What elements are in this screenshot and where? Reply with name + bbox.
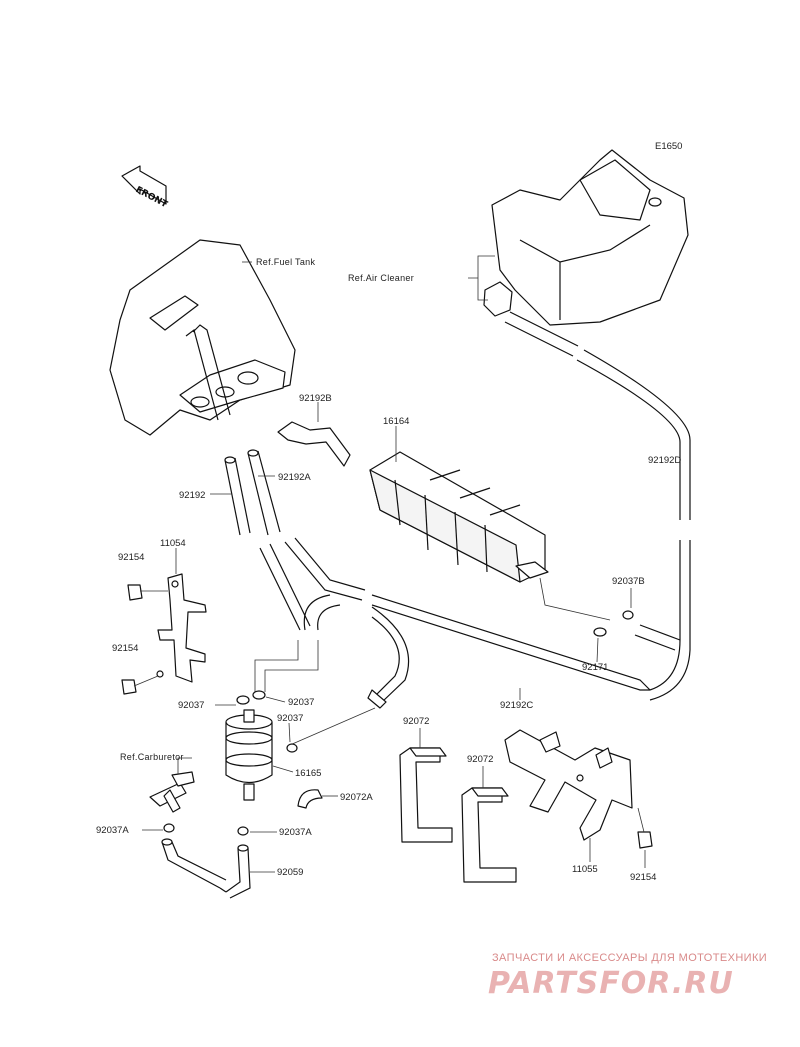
clamp-icon <box>163 610 634 836</box>
part-label: 92192B <box>299 393 332 404</box>
part-label: 92037A <box>279 827 312 838</box>
bracket-11054 <box>156 573 207 683</box>
leader-lines <box>142 255 646 873</box>
part-label: 16165 <box>295 768 321 779</box>
front-arrow-icon: FRONT <box>121 165 170 211</box>
part-label: 92072 <box>403 716 429 727</box>
hose-92192D <box>504 311 691 701</box>
watermark-tagline: ЗАПЧАСТИ И АКСЕССУАРЫ ДЛЯ МОТОТЕХНИКИ <box>492 952 767 964</box>
part-label: 11054 <box>160 538 186 549</box>
part-label: 92072 <box>467 754 493 765</box>
ref-carburetor-label: Ref.Carburetor <box>120 752 184 762</box>
part-label: 92154 <box>630 872 656 883</box>
hose-92192A <box>247 449 366 601</box>
part-label: 92037B <box>612 576 645 587</box>
part-label: 92154 <box>118 552 144 563</box>
fuel-tank <box>109 239 296 436</box>
diagram-code: E1650 <box>655 141 682 152</box>
part-label: 92037A <box>96 825 129 836</box>
part-label: 16164 <box>383 416 409 427</box>
part-label: 92192A <box>278 472 311 483</box>
part-label: 92192D <box>648 455 681 466</box>
part-label: 92037 <box>277 713 303 724</box>
part-label: 92171 <box>582 662 608 673</box>
clip-92072A <box>297 789 323 809</box>
bracket-92072-a <box>399 747 453 843</box>
ref-fuel-tank-label: Ref.Fuel Tank <box>256 257 315 267</box>
bracket-92072-b <box>461 787 517 883</box>
fuel-filter-16165 <box>225 709 273 801</box>
bracket-11055 <box>504 729 633 841</box>
part-label: 11055 <box>572 864 598 875</box>
bolt-icon <box>121 584 168 695</box>
watermark-brand: PARTSFOR.RU <box>488 966 734 1001</box>
hose-92192B <box>277 421 351 467</box>
part-label: 92037 <box>288 697 314 708</box>
ref-air-cleaner-label: Ref.Air Cleaner <box>348 273 414 283</box>
hose-92059 <box>161 838 251 899</box>
part-label: 92059 <box>277 867 303 878</box>
carburetor-fitting <box>149 771 195 813</box>
part-label: 92037 <box>178 700 204 711</box>
hose-92192 <box>224 456 311 631</box>
charcoal-canister <box>369 451 549 583</box>
part-label: 92192C <box>500 700 533 711</box>
part-label: 92154 <box>112 643 138 654</box>
hose-92192C <box>303 594 681 709</box>
part-label: 92072A <box>340 792 373 803</box>
bolt-icon <box>637 807 653 849</box>
part-label: 92192 <box>179 490 205 501</box>
air-cleaner-housing <box>483 149 689 326</box>
